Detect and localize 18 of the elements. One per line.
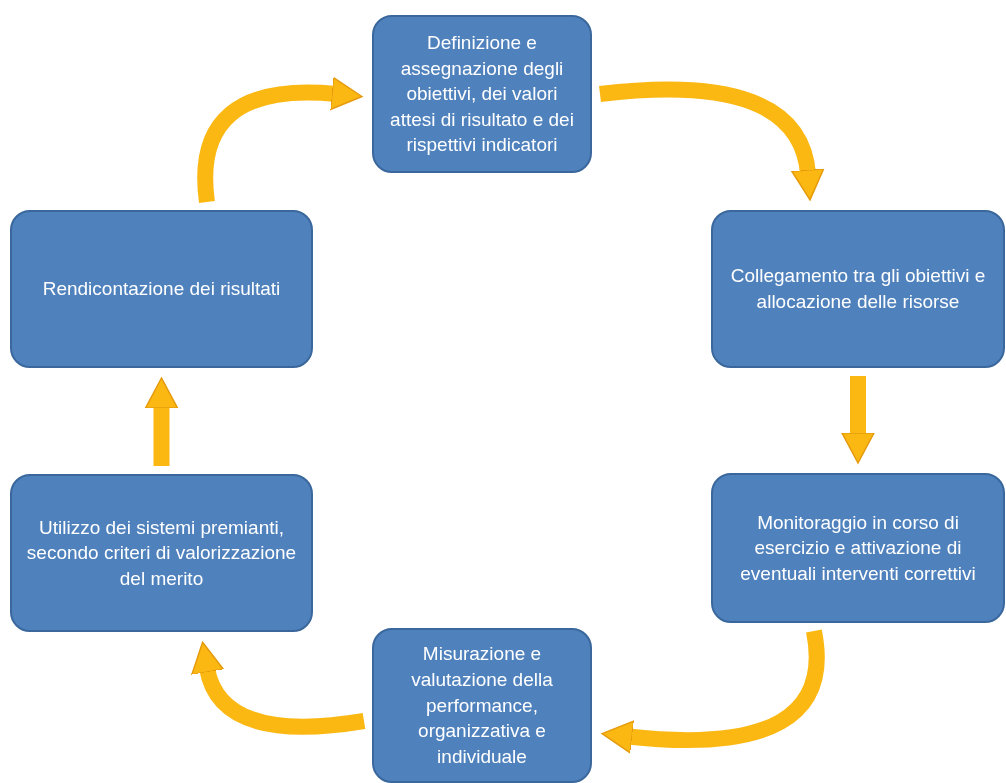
step-text: Rendicontazione dei risultati	[42, 277, 281, 302]
process-box	[372, 15, 592, 173]
step-text: Definizione e assegnazione degli obiettivi, dei valori attesi di risultato e dei rispettivi indicatori	[389, 30, 575, 158]
process-box	[711, 473, 1005, 623]
arrow	[841, 376, 875, 464]
process-box	[10, 474, 313, 632]
process-box	[711, 210, 1005, 368]
arrow	[599, 81, 824, 201]
step-text: Collegamento tra gli obiettivi e allocazione delle risorse	[729, 264, 987, 314]
arrow	[601, 629, 825, 754]
process-box	[372, 628, 592, 783]
arrow	[144, 377, 179, 466]
step-text: Utilizzo dei sistemi premianti, secondo criteri di valorizzazione del merito	[26, 515, 297, 591]
step-text: Misurazione e valutazione della performance, organizzativa e individuale	[410, 642, 554, 769]
process-box	[10, 210, 313, 368]
step-text: Monitoraggio in corso di esercizio e attivazione di eventuali interventi correttivi	[739, 510, 977, 586]
arrow	[197, 77, 363, 203]
arrow	[191, 642, 366, 735]
